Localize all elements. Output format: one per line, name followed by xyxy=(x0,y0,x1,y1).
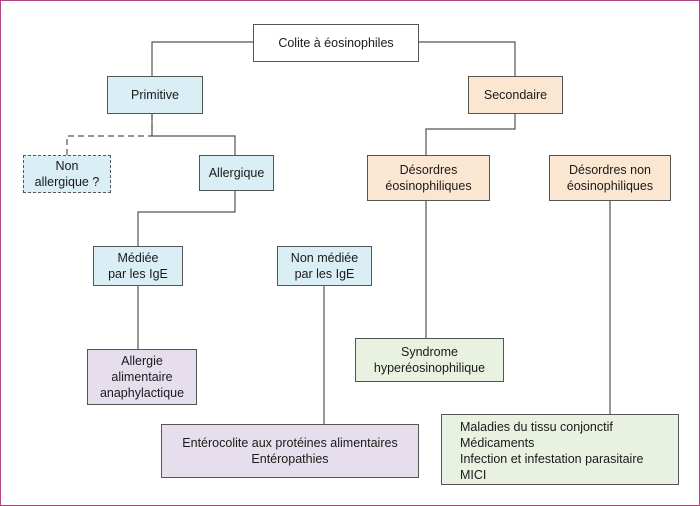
node-secondary: Secondaire xyxy=(468,76,563,114)
node-primitive: Primitive xyxy=(107,76,203,114)
node-allergic-label: Allergique xyxy=(208,166,265,180)
node-eosinophilic-disorders: Désordres éosinophiliques xyxy=(367,155,490,201)
edge-primitive-non-allergic xyxy=(66,114,153,155)
node-eosinophilic-disorders-label: Désordres éosinophiliques xyxy=(385,163,472,193)
node-primitive-label: Primitive xyxy=(131,88,179,102)
node-non-allergic-label: Non allergique ? xyxy=(34,159,100,189)
node-causes-line3: Infection et infestation parasitaire xyxy=(460,452,644,466)
node-anaphylactic-food-allergy: Allergie alimentaire anaphylactique xyxy=(87,349,197,405)
edge-primitive-allergic xyxy=(151,114,236,155)
node-anaphylactic-food-allergy-label: Allergie alimentaire anaphylactique xyxy=(99,354,185,400)
node-secondary-label: Secondaire xyxy=(483,88,548,102)
node-root: Colite à éosinophiles xyxy=(253,24,419,62)
node-causes-line1: Maladies du tissu conjonctif xyxy=(460,420,613,434)
node-root-label: Colite à éosinophiles xyxy=(278,36,394,50)
edge-allergic-ige xyxy=(137,191,236,246)
node-hypereosinophilic-syndrome: Syndrome hyperéosinophilique xyxy=(355,338,504,382)
edge-root-secondary xyxy=(419,41,516,76)
node-non-eosinophilic-causes: Maladies du tissu conjonctif Médicaments… xyxy=(441,414,679,485)
node-non-ige-mediated: Non médiée par les IgE xyxy=(277,246,372,286)
node-hypereosinophilic-syndrome-label: Syndrome hyperéosinophilique xyxy=(373,345,486,375)
node-non-eosinophilic-disorders-label: Désordres non éosinophiliques xyxy=(566,163,654,193)
node-non-ige-mediated-label: Non médiée par les IgE xyxy=(290,251,359,281)
node-causes-line2: Médicaments xyxy=(460,436,535,450)
node-non-allergic: Non allergique ? xyxy=(23,155,111,193)
node-non-eosinophilic-disorders: Désordres non éosinophiliques xyxy=(549,155,671,201)
node-enterocolitis-line2: Entéropathies xyxy=(251,452,329,466)
node-enterocolitis-line1: Entérocolite aux protéines alimentaires xyxy=(182,436,398,450)
edge-secondary-disorders xyxy=(425,114,516,155)
node-causes-line4: MICI xyxy=(460,468,487,482)
node-ige-mediated: Médiée par les IgE xyxy=(93,246,183,286)
node-enterocolitis: Entérocolite aux protéines alimentaires … xyxy=(161,424,419,478)
edge-root-primitive xyxy=(151,41,253,76)
node-allergic: Allergique xyxy=(199,155,274,191)
node-ige-mediated-label: Médiée par les IgE xyxy=(108,251,168,281)
